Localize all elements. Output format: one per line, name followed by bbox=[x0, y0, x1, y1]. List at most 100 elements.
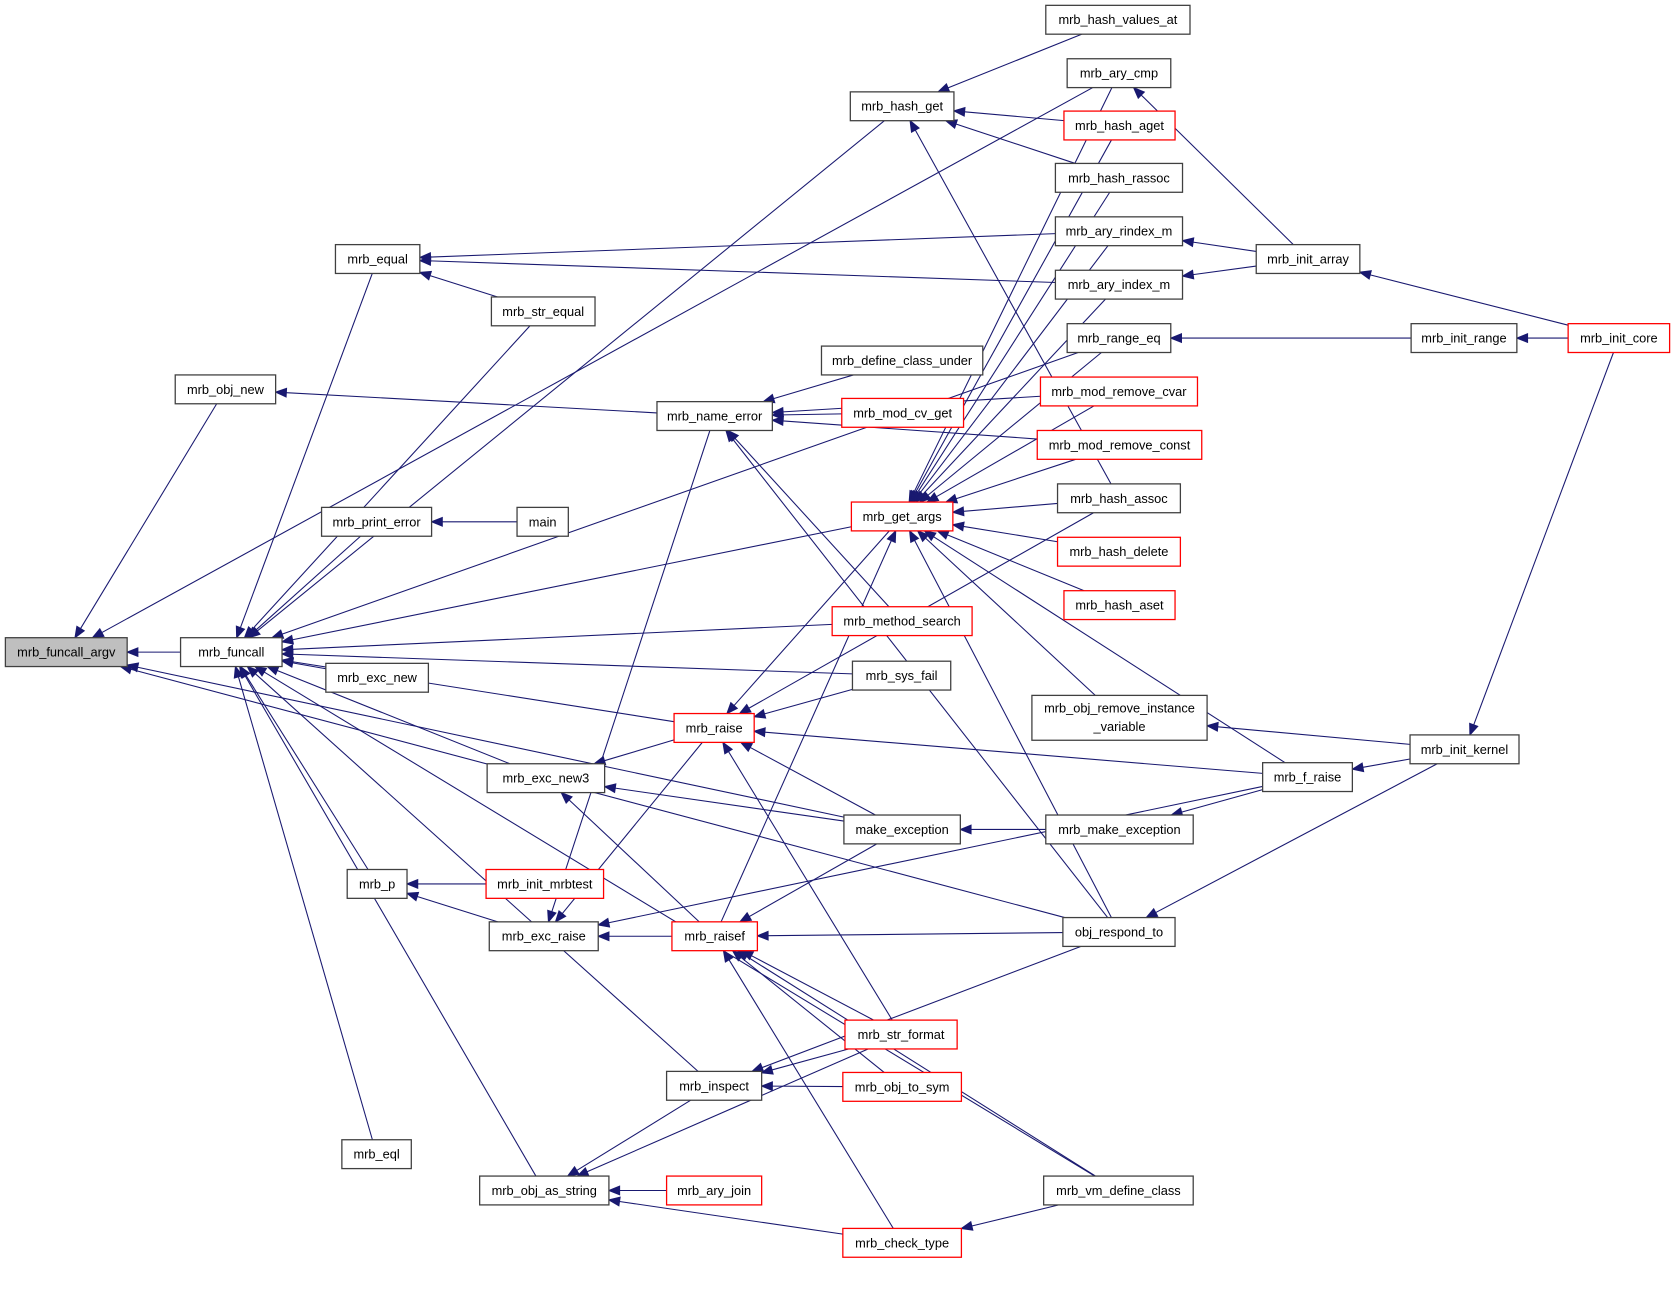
graph-node-vm-define-class[interactable]: mrb_vm_define_class bbox=[1043, 1175, 1194, 1206]
graph-node-init-kernel[interactable]: mrb_init_kernel bbox=[1409, 734, 1520, 765]
graph-node-raise[interactable]: mrb_raise bbox=[673, 712, 755, 744]
node-box bbox=[1031, 694, 1208, 741]
arrowhead-icon bbox=[770, 406, 784, 417]
node-label: mrb_exc_raise bbox=[502, 929, 586, 944]
graph-node-str-format[interactable]: mrb_str_format bbox=[844, 1019, 958, 1050]
graph-node-equal[interactable]: mrb_equal bbox=[334, 243, 421, 275]
graph-node-ary-index-m[interactable]: mrb_ary_index_m bbox=[1054, 269, 1184, 300]
graph-node-range-eq[interactable]: mrb_range_eq bbox=[1066, 323, 1172, 354]
graph-node-print-error[interactable]: mrb_print_error bbox=[320, 506, 433, 537]
edge-line bbox=[1473, 352, 1614, 726]
edge-line bbox=[771, 1048, 849, 1071]
call-edge-init_array-to-ary_rindex_m bbox=[1181, 237, 1257, 252]
graph-node-mrb-make-exception[interactable]: mrb_make_exception bbox=[1045, 814, 1194, 845]
graph-node-f-raise[interactable]: mrb_f_raise bbox=[1261, 762, 1354, 793]
call-edge-str_format-to-raise bbox=[722, 741, 893, 1021]
graph-node-hash-aset[interactable]: mrb_hash_aset bbox=[1063, 590, 1176, 621]
graph-node-hash-assoc[interactable]: mrb_hash_assoc bbox=[1056, 483, 1182, 514]
graph-node-get-args[interactable]: mrb_get_args bbox=[850, 501, 954, 532]
graph-node-hash-get[interactable]: mrb_hash_get bbox=[849, 91, 955, 122]
node-label: mrb_init_mrbtest bbox=[497, 876, 593, 891]
node-box bbox=[485, 868, 605, 899]
node-label: mrb_exc_new3 bbox=[502, 771, 589, 786]
call-edge-obj_to_sym-to-inspect bbox=[760, 1081, 843, 1092]
graph-node-obj-to-sym[interactable]: mrb_obj_to_sym bbox=[842, 1071, 963, 1102]
arrowhead-icon bbox=[405, 878, 419, 889]
call-edge-mod_remove_const-to-get_args bbox=[944, 458, 1076, 504]
edge-line bbox=[244, 675, 537, 1177]
node-box bbox=[479, 1175, 610, 1206]
graph-node-hash-rassoc[interactable]: mrb_hash_rassoc bbox=[1054, 162, 1184, 193]
graph-node-eql[interactable]: mrb_eql bbox=[341, 1139, 412, 1170]
graph-node-obj-respond-to[interactable]: obj_respond_to bbox=[1062, 916, 1176, 948]
graph-node-init-range[interactable]: mrb_init_range bbox=[1410, 323, 1518, 354]
graph-node-obj-as-string[interactable]: mrb_obj_as_string bbox=[479, 1175, 610, 1206]
graph-node-funcall-argv[interactable]: mrb_funcall_argv bbox=[4, 637, 128, 668]
graph-node-hash-aget[interactable]: mrb_hash_aget bbox=[1063, 110, 1176, 141]
call-edge-init_core-to-init_kernel bbox=[1469, 352, 1614, 737]
graph-node-ary-join[interactable]: mrb_ary_join bbox=[665, 1175, 763, 1206]
node-label: mrb_funcall bbox=[198, 645, 264, 660]
arrowhead-icon bbox=[270, 629, 285, 639]
graph-node-inspect[interactable]: mrb_inspect bbox=[665, 1070, 763, 1101]
graph-node-method-search[interactable]: mrb_method_search bbox=[831, 606, 973, 637]
call-edge-ary_rindex_m-to-equal bbox=[418, 233, 1056, 263]
node-label: mrb_obj_to_sym bbox=[855, 1079, 950, 1094]
graph-node-hash-delete[interactable]: mrb_hash_delete bbox=[1056, 536, 1182, 567]
arrowhead-icon bbox=[886, 529, 897, 544]
node-label: mrb_hash_aset bbox=[1075, 598, 1164, 613]
call-edge-get_args-to-raise bbox=[725, 530, 890, 715]
call-edge-obj_new-to-funcall_argv bbox=[74, 403, 218, 639]
arrowhead-icon bbox=[960, 1220, 974, 1231]
graph-node-raisef[interactable]: mrb_raisef bbox=[671, 921, 759, 952]
graph-node-ary-cmp[interactable]: mrb_ary_cmp bbox=[1066, 58, 1172, 89]
node-box bbox=[1255, 243, 1361, 275]
graph-node-name-error[interactable]: mrb_name_error bbox=[656, 400, 773, 432]
node-box bbox=[656, 400, 773, 432]
node-box bbox=[841, 397, 965, 428]
graph-node-p[interactable]: mrb_p bbox=[346, 868, 408, 899]
call-edge-exc_raise-to-p bbox=[405, 891, 499, 923]
graph-node-obj-remove-iv[interactable]: mrb_obj_remove_instance_variable bbox=[1031, 694, 1208, 741]
graph-node-sys-fail[interactable]: mrb_sys_fail bbox=[851, 660, 952, 691]
node-box bbox=[1261, 762, 1354, 793]
arrowhead-icon bbox=[916, 529, 930, 543]
edge-line bbox=[1181, 789, 1263, 813]
graph-node-mod-remove-cvar[interactable]: mrb_mod_remove_cvar bbox=[1039, 376, 1199, 407]
node-box bbox=[325, 662, 430, 693]
graph-node-check-type[interactable]: mrb_check_type bbox=[842, 1227, 963, 1258]
graph-node-exc-new[interactable]: mrb_exc_new bbox=[325, 662, 430, 693]
graph-node-str-equal[interactable]: mrb_str_equal bbox=[490, 296, 596, 327]
graph-node-ary-rindex-m[interactable]: mrb_ary_rindex_m bbox=[1054, 216, 1184, 247]
graph-node-exc-raise[interactable]: mrb_exc_raise bbox=[488, 921, 599, 952]
graph-node-funcall[interactable]: mrb_funcall bbox=[179, 637, 283, 668]
graph-node-exc-new3[interactable]: mrb_exc_new3 bbox=[486, 763, 606, 794]
node-label: mrb_str_format bbox=[858, 1027, 945, 1042]
edge-line bbox=[733, 530, 890, 706]
graph-node-main[interactable]: main bbox=[516, 506, 569, 537]
node-box bbox=[665, 1175, 763, 1206]
graph-node-hash-values-at[interactable]: mrb_hash_values_at bbox=[1045, 4, 1191, 35]
arrowhead-icon bbox=[1132, 86, 1146, 100]
call-edge-f_raise-to-raise bbox=[752, 727, 1263, 774]
edge-line bbox=[256, 120, 885, 632]
graph-node-define-class-under[interactable]: mrb_define_class_under bbox=[820, 345, 984, 376]
graph-node-mod-cv-get[interactable]: mrb_mod_cv_get bbox=[841, 397, 965, 428]
edge-line bbox=[783, 413, 842, 416]
node-box bbox=[1039, 376, 1199, 407]
graph-node-obj-new[interactable]: mrb_obj_new bbox=[174, 374, 277, 405]
call-edge-obj_to_sym-to-raisef bbox=[731, 949, 885, 1073]
graph-node-init-core[interactable]: mrb_init_core bbox=[1567, 323, 1671, 354]
node-box bbox=[843, 814, 961, 845]
call-edge-funcall-to-funcall_argv bbox=[125, 647, 181, 658]
edge-line bbox=[245, 675, 369, 870]
graph-node-init-mrbtest[interactable]: mrb_init_mrbtest bbox=[485, 868, 605, 899]
graph-node-mod-remove-const[interactable]: mrb_mod_remove_const bbox=[1036, 429, 1203, 460]
arrowhead-icon bbox=[770, 415, 784, 427]
graph-node-init-array[interactable]: mrb_init_array bbox=[1255, 243, 1361, 275]
call-edge-range_eq-to-funcall bbox=[270, 351, 1079, 639]
call-edge-obj_respond_to-to-funcall_argv bbox=[119, 664, 1065, 919]
call-edge-raisef-to-exc_new3 bbox=[560, 791, 700, 923]
graph-node-make-exception[interactable]: make_exception bbox=[843, 814, 961, 845]
edge-line bbox=[137, 666, 845, 818]
